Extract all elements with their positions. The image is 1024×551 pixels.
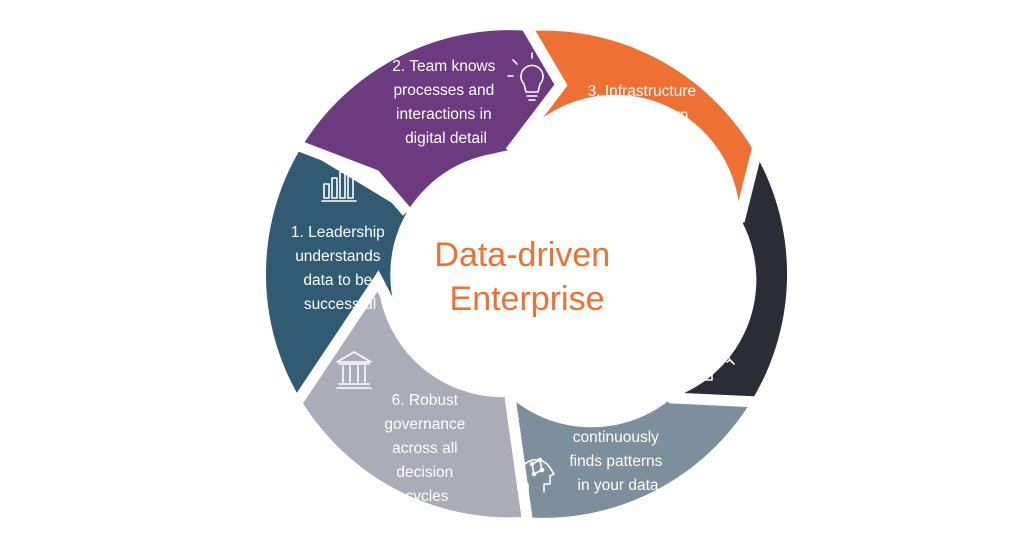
lightbulb-icon (507, 52, 557, 101)
label-line: 3. Infrastructure (588, 83, 697, 100)
segment-gaps (291, 19, 764, 526)
label-line: 5. AI (600, 405, 631, 422)
segment-infrastructure (510, 30, 752, 219)
cloud-computer-icon (677, 152, 726, 191)
ai-head-icon (520, 457, 555, 493)
segment-label-ai: 5. AI continuously finds patterns in you… (569, 405, 666, 494)
label-line: processes and (393, 82, 494, 99)
label-line: governance (384, 416, 465, 433)
center-title-line: Enterprise (450, 280, 605, 318)
label-line: decision (396, 464, 453, 481)
label-line: 6. Robust (392, 392, 459, 409)
segment-label-automation: 4. Ensure a trusted automation capabilit… (673, 238, 754, 327)
label-line: a trusted (682, 262, 742, 279)
label-line: capability (682, 310, 747, 327)
center-title: Data-driven Enterprise (434, 236, 619, 318)
label-line: to breakdown (595, 107, 688, 124)
label-line: the silos of data (590, 131, 699, 148)
segment-governance (301, 281, 523, 518)
segment-label-governance: 6. Robust governance across all decision… (384, 392, 469, 505)
label-line: automation (673, 286, 750, 303)
label-line: 2. Team knows (392, 58, 495, 75)
segment-label-infrastructure: 3. Infrastructure to breakdown the silos… (588, 83, 701, 148)
label-line: continuously (573, 429, 659, 446)
bank-building-icon (336, 351, 372, 389)
center-title-line: Data-driven (434, 236, 610, 274)
segment-label-leadership: 1. Leadership understands data to be suc… (291, 224, 389, 313)
segment-label-team: 2. Team knows processes and interactions… (392, 58, 499, 147)
label-line: understands (295, 248, 381, 265)
bar-chart-icon (321, 165, 357, 202)
label-line: 1. Leadership (291, 224, 385, 241)
label-line: cycles (405, 488, 448, 505)
label-line: data to be (303, 272, 372, 289)
label-line: across all (392, 440, 457, 457)
label-line: digital detail (405, 130, 487, 147)
label-line: finds patterns (569, 453, 662, 470)
label-line: successful (304, 296, 376, 313)
segment-automation (672, 148, 788, 400)
label-line: in your data (578, 477, 659, 494)
center-hub (402, 149, 652, 399)
robot-arm-icon (695, 344, 735, 381)
label-line: 4. Ensure (679, 238, 745, 255)
segment-leadership (265, 148, 407, 400)
label-line: interactions in (396, 106, 492, 123)
segment-ai (510, 397, 752, 518)
